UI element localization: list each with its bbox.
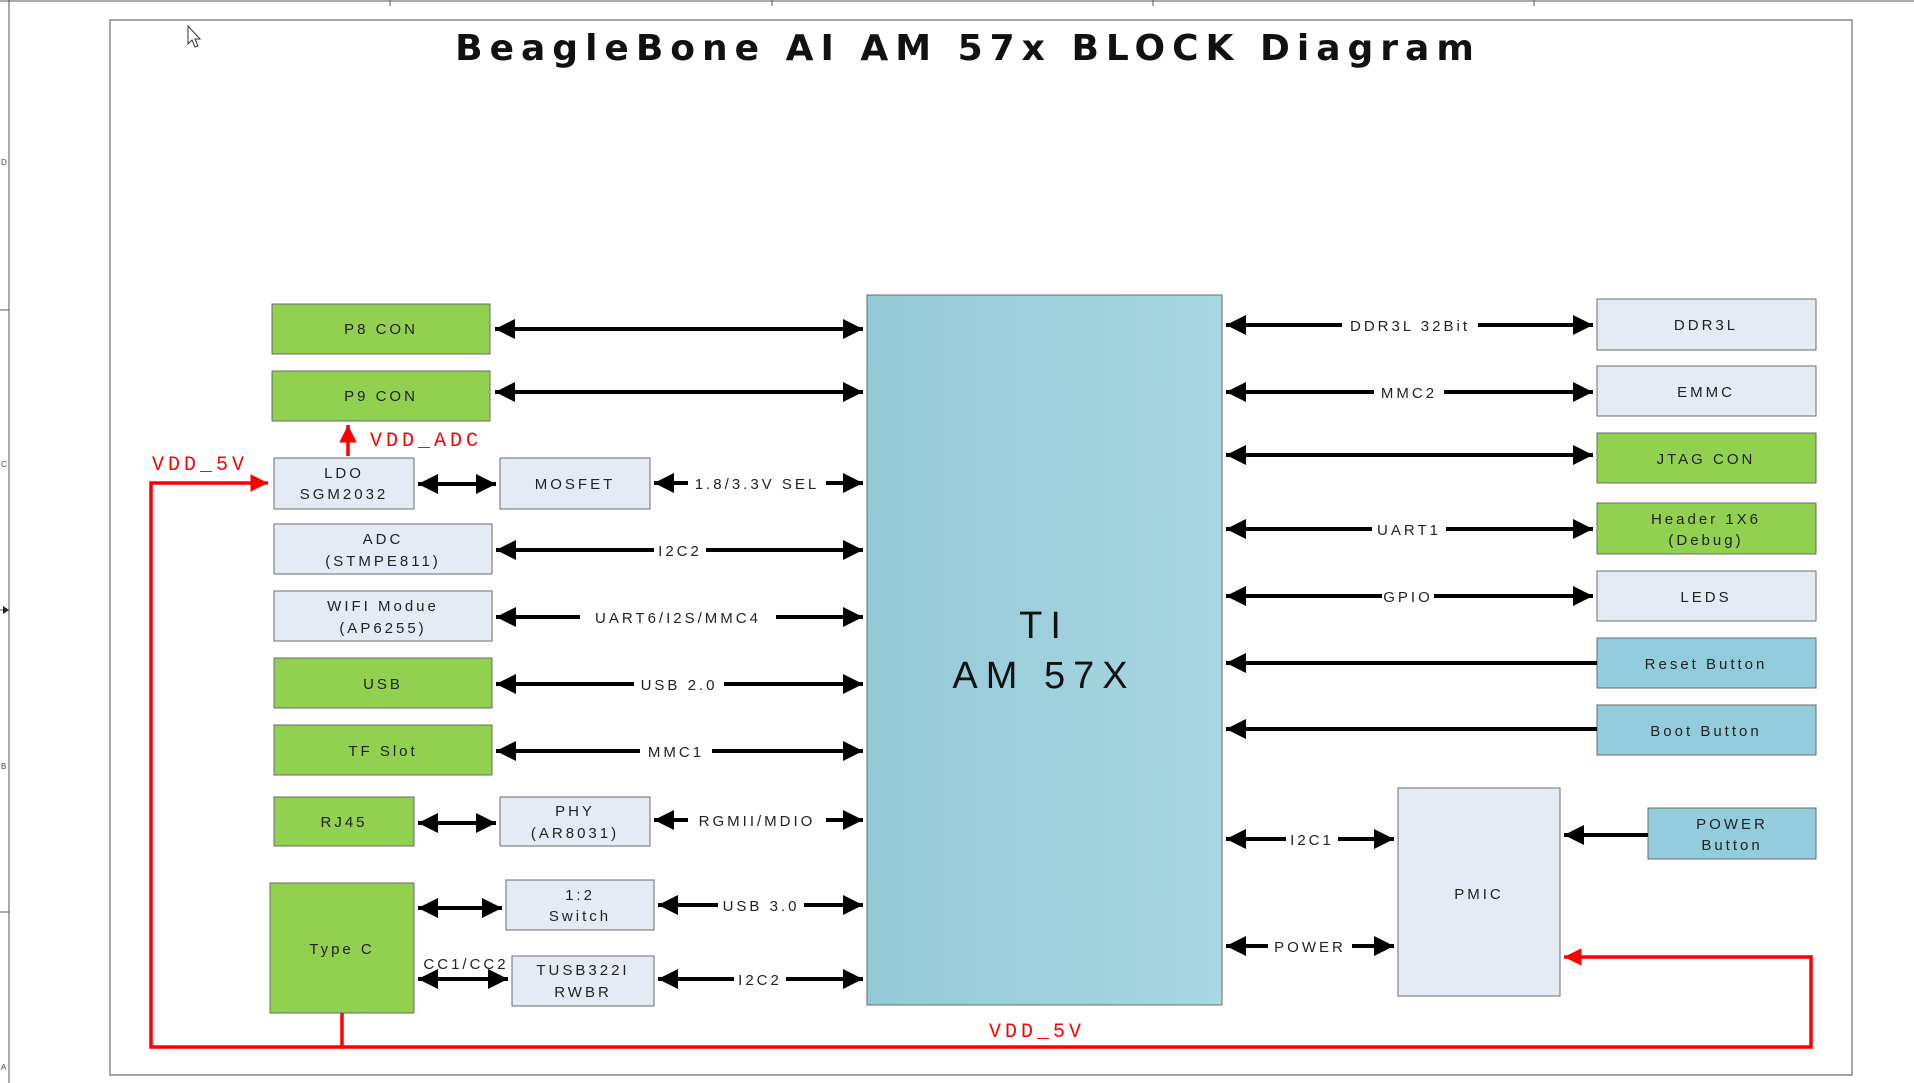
block-p9-con[interactable]: P9 CON (271, 370, 491, 422)
bus-label-i2c2-adc: I2C2 (658, 543, 702, 560)
bus-label-usb2: USB 2.0 (641, 677, 718, 694)
block-p8-con[interactable]: P8 CON (271, 303, 491, 355)
block-mosfet[interactable]: MOSFET (499, 457, 651, 510)
block-jtag-con-label: JTAG CON (1657, 451, 1756, 468)
block-ldo-label: LDO (324, 465, 364, 482)
bus-label-gpio: GPIO (1383, 589, 1433, 606)
block-reset-button-label: Reset Button (1645, 656, 1768, 673)
bus-label-sel: 1.8/3.3V SEL (695, 476, 819, 493)
block-usb-switch-label: Switch (549, 908, 611, 925)
block-rj45-label: RJ45 (320, 814, 367, 831)
block-ddr3l[interactable]: DDR3L (1596, 298, 1817, 351)
block-wifi-part: (AP6255) (339, 620, 426, 637)
block-pmic[interactable]: PMIC (1397, 787, 1561, 997)
ruler-letter-a: A (1, 1063, 7, 1072)
block-adc[interactable]: ADC (STMPE811) (273, 523, 493, 575)
block-usb-label: USB (363, 676, 403, 693)
block-wifi-label: WIFI Modue (327, 598, 439, 615)
bus-label-i2c2-tusb: I2C2 (738, 972, 782, 989)
block-leds-label: LEDS (1680, 589, 1731, 606)
soc-ti-am57x[interactable]: TI AM 57X (866, 294, 1223, 1006)
block-header-debug[interactable]: Header 1X6 (Debug) (1596, 502, 1817, 555)
bus-label-rgmii: RGMII/MDIO (699, 813, 816, 830)
block-power-button-label: POWER (1696, 816, 1768, 833)
ruler-letter-c: C (1, 460, 7, 469)
block-usb-switch[interactable]: 1:2 Switch (505, 879, 655, 931)
block-tusb322-label: TUSB322I (536, 962, 629, 979)
frame-marker-icon (3, 606, 9, 614)
diagram-title: BeagleBone AI AM 57x BLOCK Diagram (455, 28, 1481, 69)
block-power-button[interactable]: POWER Button (1647, 807, 1817, 860)
block-reset-button[interactable]: Reset Button (1596, 637, 1817, 689)
block-emmc[interactable]: EMMC (1596, 365, 1817, 417)
block-header-debug-note: (Debug) (1668, 532, 1743, 549)
bus-label-mmc1: MMC1 (648, 744, 704, 761)
power-label-vdd5v-bottom: VDD_5V (989, 1021, 1085, 1044)
block-jtag-con[interactable]: JTAG CON (1596, 432, 1817, 484)
bus-label-usb3: USB 3.0 (723, 898, 800, 915)
block-boot-button-label: Boot Button (1650, 723, 1761, 740)
block-p8-con-label: P8 CON (344, 321, 418, 338)
block-mosfet-label: MOSFET (535, 476, 616, 493)
block-pmic-label: PMIC (1454, 886, 1504, 903)
block-rj45[interactable]: RJ45 (273, 796, 415, 847)
block-p9-con-label: P9 CON (344, 388, 418, 405)
block-power-button-label-2: Button (1701, 837, 1762, 854)
mouse-cursor-icon (187, 24, 202, 48)
block-emmc-label: EMMC (1677, 384, 1735, 401)
block-usb[interactable]: USB (273, 657, 493, 709)
block-boot-button[interactable]: Boot Button (1596, 704, 1817, 756)
block-tusb322-part: RWBR (554, 984, 612, 1001)
block-phy-part: (AR8031) (531, 825, 619, 842)
block-wifi[interactable]: WIFI Modue (AP6255) (273, 590, 493, 642)
power-rail-vdd5v-left (149, 474, 344, 1049)
block-ldo-part: SGM2032 (300, 486, 389, 503)
power-rail-vdd5v-pmic (342, 948, 1813, 1049)
ruler-letter-b: B (1, 762, 6, 771)
bus-label-ddr: DDR3L 32Bit (1350, 318, 1470, 335)
power-label-vdd5v-left: VDD_5V (152, 454, 248, 477)
soc-label-am57x: AM 57X (952, 655, 1135, 697)
block-phy[interactable]: PHY (AR8031) (499, 796, 651, 847)
block-header-debug-label: Header 1X6 (1651, 511, 1761, 528)
bus-label-uart6: UART6/I2S/MMC4 (595, 610, 761, 627)
block-usb-switch-ratio: 1:2 (565, 887, 595, 904)
bus-label-power: POWER (1274, 939, 1346, 956)
block-tusb322[interactable]: TUSB322I RWBR (511, 955, 655, 1007)
soc-label-ti: TI (1019, 605, 1069, 647)
block-ldo[interactable]: LDO SGM2032 (273, 457, 415, 510)
block-adc-part: (STMPE811) (325, 553, 441, 570)
bus-label-i2c1: I2C1 (1290, 832, 1334, 849)
bus-label-uart1: UART1 (1377, 522, 1441, 539)
block-tf-slot[interactable]: TF Slot (273, 724, 493, 776)
block-phy-label: PHY (555, 803, 595, 820)
ruler-letter-d: D (1, 158, 7, 167)
bus-label-mmc2: MMC2 (1381, 385, 1437, 402)
bus-labels: 1.8/3.3V SEL I2C2 UART6/I2S/MMC4 USB 2.0… (423, 316, 1478, 989)
block-ddr3l-label: DDR3L (1674, 317, 1738, 334)
power-label-vdd-adc: VDD_ADC (370, 430, 482, 453)
block-adc-label: ADC (363, 531, 404, 548)
block-leds[interactable]: LEDS (1596, 570, 1817, 622)
block-type-c-label: Type C (309, 941, 375, 958)
block-tf-slot-label: TF Slot (348, 743, 417, 760)
block-type-c[interactable]: Type C (269, 882, 415, 1014)
bus-label-cc: CC1/CC2 (423, 956, 508, 973)
